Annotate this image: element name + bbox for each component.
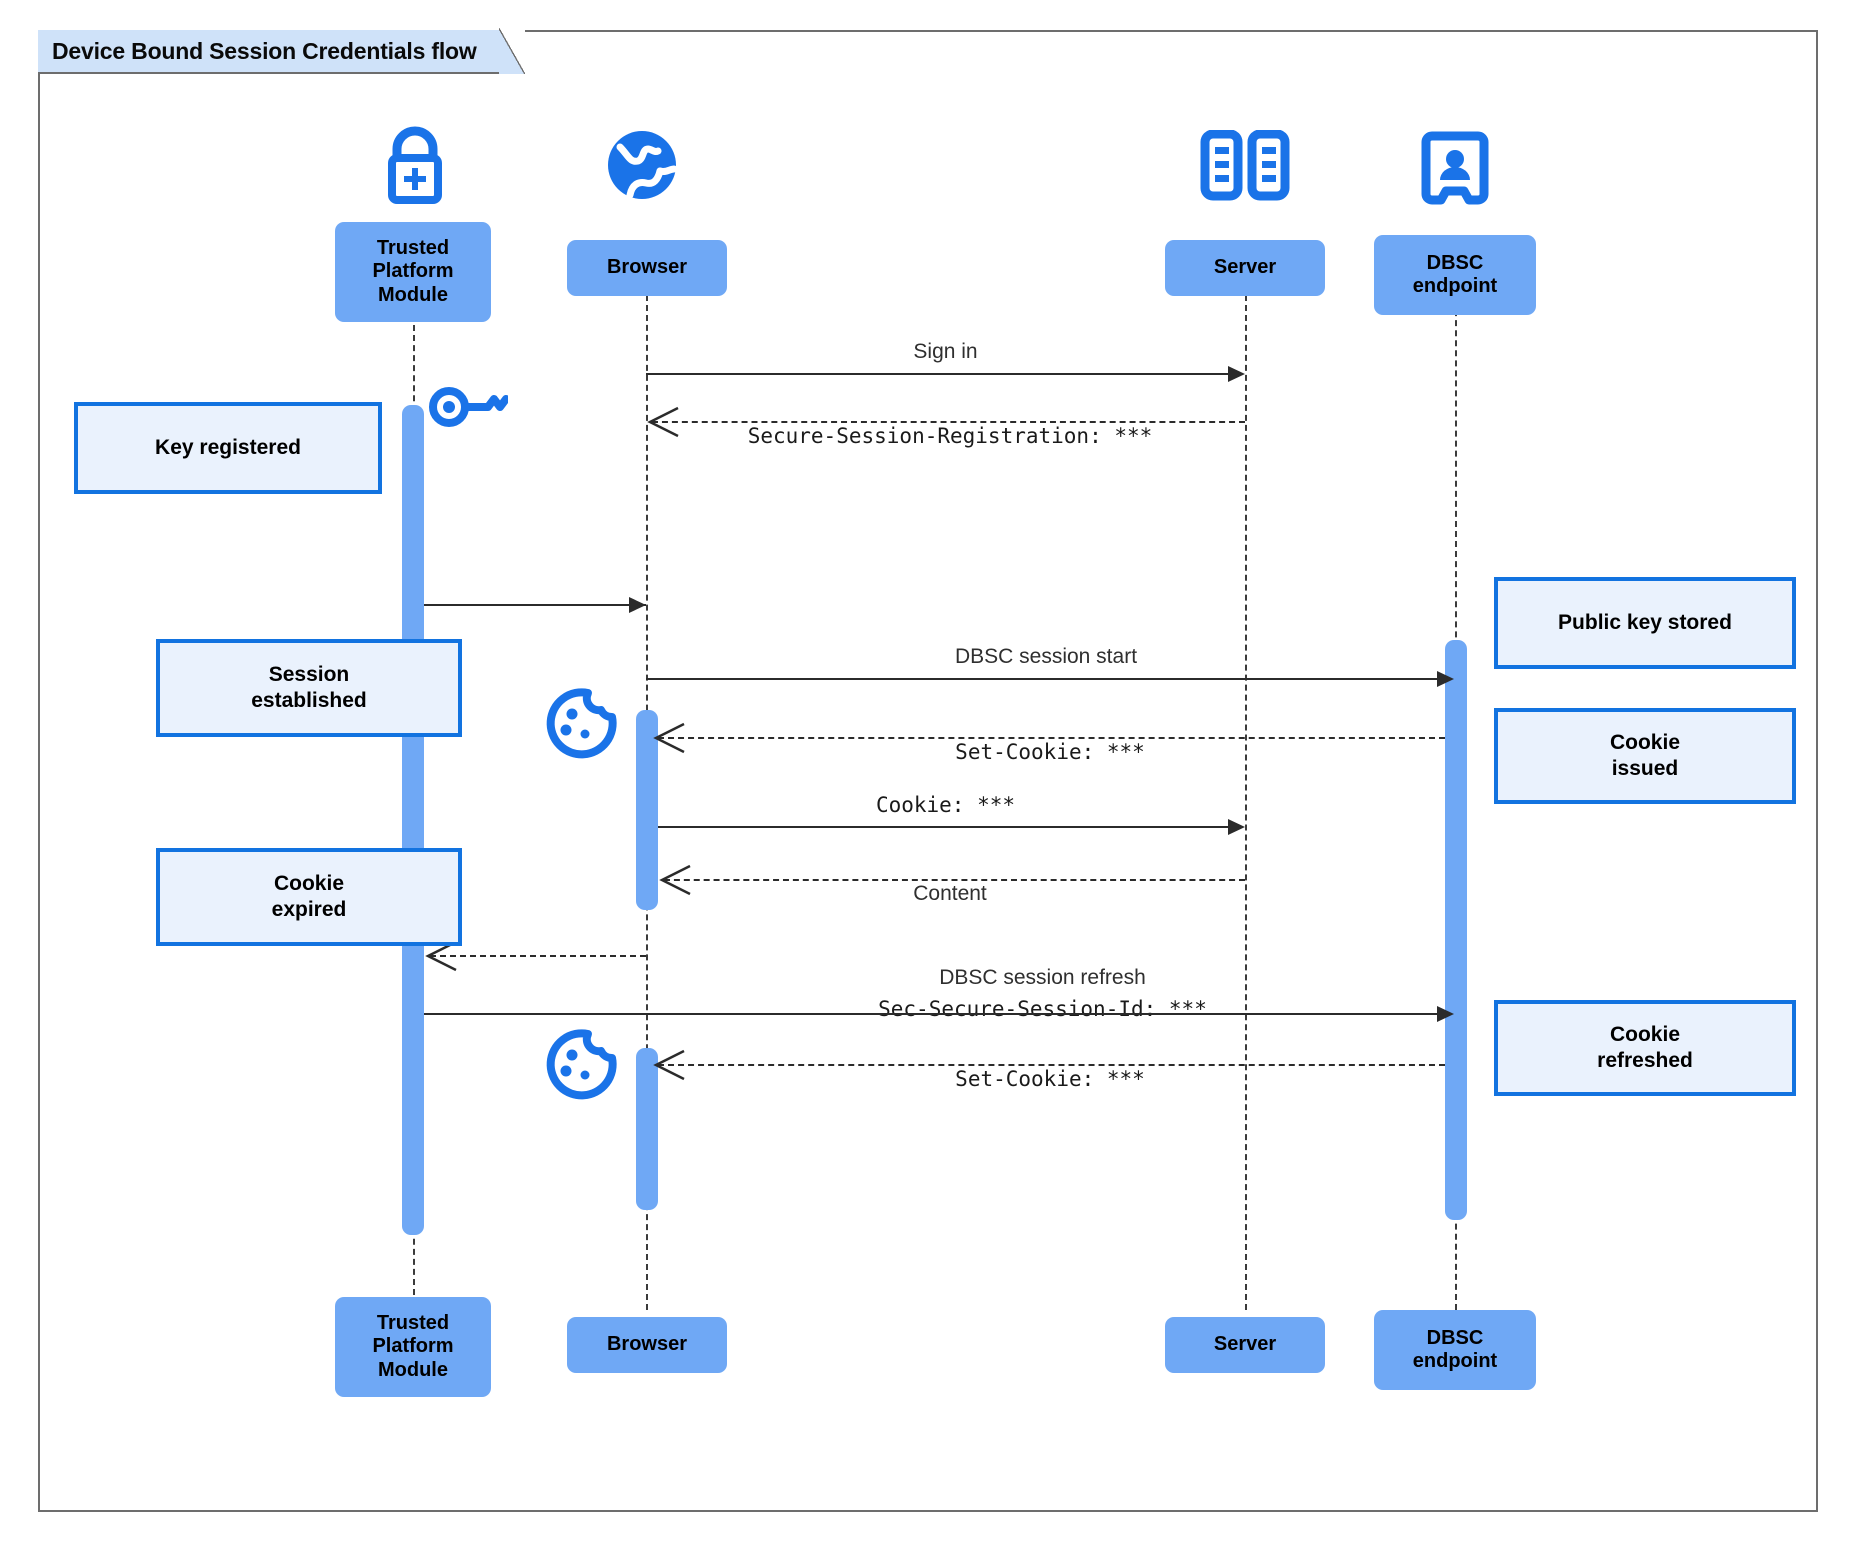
participant-box-browser-bottom[interactable]: Browser	[567, 1317, 727, 1373]
message-line-set-cookie-1	[658, 737, 1445, 739]
participant-label-server-bottom: Server	[1213, 1333, 1277, 1356]
participant-label-server-top: Server	[1213, 256, 1277, 279]
message-arrowhead-tpm-to-browser	[629, 597, 646, 613]
message-line-sign-in	[646, 373, 1230, 375]
message-label-set-cookie-1: Set-Cookie: ***	[955, 740, 1145, 764]
message-label-dbsc-session-start: DBSC session start	[954, 645, 1138, 668]
participant-box-server-bottom[interactable]: Server	[1165, 1317, 1325, 1373]
message-label-sec-secure-session-id: Sec-Secure-Session-Id: ***	[878, 997, 1207, 1021]
message-label-secure-session-registration: Secure-Session-Registration: ***	[747, 424, 1153, 448]
message-arrowhead-dbsc-session-refresh	[1437, 1006, 1454, 1022]
server-rack-icon	[1199, 130, 1291, 202]
message-line-set-cookie-2	[658, 1064, 1445, 1066]
diagram-frame	[38, 30, 1818, 1512]
id-badge-icon	[1420, 130, 1490, 206]
message-label-content: Content	[913, 882, 987, 905]
diagram-title: Device Bound Session Credentials flow	[52, 37, 477, 64]
note-key-registered: Key registered	[74, 402, 382, 494]
globe-icon	[600, 125, 684, 205]
message-arrowhead-dbsc-session-start	[1437, 671, 1454, 687]
message-line-secure-session-registration	[652, 421, 1245, 423]
lifeline-server	[1245, 255, 1247, 1310]
message-line-browser-to-tpm	[430, 955, 646, 957]
note-label-public-key-stored: Public key stored	[1558, 611, 1732, 635]
note-public-key-stored: Public key stored	[1494, 577, 1796, 669]
activation-tpm	[402, 405, 424, 1235]
key-icon	[428, 382, 508, 432]
cookie-icon-1	[544, 687, 618, 759]
message-line-content	[664, 879, 1245, 881]
lock-plus-icon	[370, 125, 460, 205]
note-label-key-registered: Key registered	[155, 436, 301, 460]
cookie-icon-2	[544, 1028, 618, 1100]
message-line-cookie	[658, 826, 1230, 828]
message-arrowhead-sign-in	[1228, 366, 1245, 382]
participant-label-browser-top: Browser	[606, 256, 688, 279]
activation-dbsc	[1445, 640, 1467, 1220]
message-arrowhead-cookie	[1228, 819, 1245, 835]
activation-browser-2	[636, 1048, 658, 1210]
message-line-dbsc-session-start	[646, 678, 1439, 680]
diagram-frame-tab: Device Bound Session Credentials flow	[38, 28, 525, 74]
message-label-sign-in: Sign in	[913, 340, 978, 363]
message-label-set-cookie-2: Set-Cookie: ***	[955, 1067, 1145, 1091]
message-label-cookie: Cookie: ***	[875, 793, 1016, 817]
participant-label-browser-bottom: Browser	[606, 1333, 688, 1356]
activation-browser-1	[636, 710, 658, 910]
participant-box-browser-top[interactable]: Browser	[567, 240, 727, 296]
message-line-tpm-to-browser	[424, 604, 646, 606]
message-line-dbsc-session-refresh	[424, 1013, 1439, 1015]
message-label-dbsc-session-refresh: DBSC session refresh	[939, 966, 1146, 989]
participant-box-server-top[interactable]: Server	[1165, 240, 1325, 296]
